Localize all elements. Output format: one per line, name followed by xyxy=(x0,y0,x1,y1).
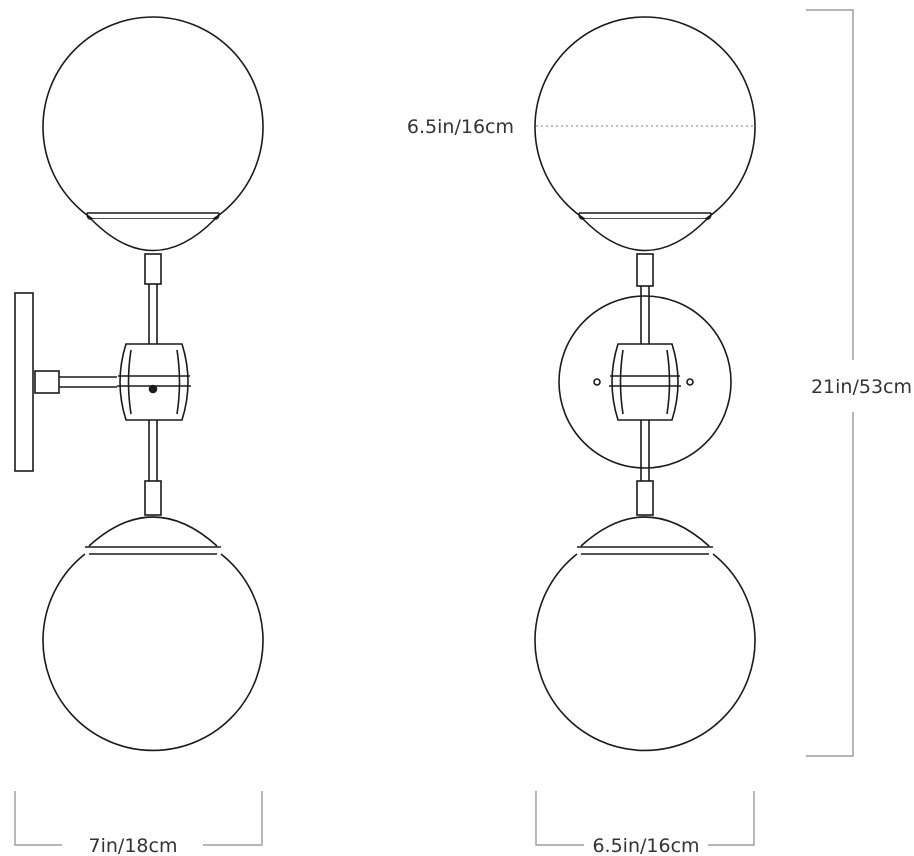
dimension-labels: 6.5in/16cm 21in/53cm 7in/18cm 6.5in/16cm xyxy=(89,116,912,856)
side-lower-globe-collar xyxy=(85,546,221,555)
side-arm-collar xyxy=(34,370,60,394)
front-canopy-screw-right xyxy=(686,378,694,386)
front-lower-cap xyxy=(580,516,710,547)
front-width-bracket-right xyxy=(708,791,755,846)
side-lower-cap xyxy=(88,516,218,547)
side-hub-screw xyxy=(148,384,158,394)
front-width-bracket-left xyxy=(535,791,584,846)
front-upper-socket xyxy=(636,253,654,287)
side-upper-cap xyxy=(90,218,216,252)
front-canopy-screw-left xyxy=(593,378,601,386)
overall-height-label: 21in/53cm xyxy=(811,376,912,398)
side-view xyxy=(14,16,264,752)
side-upper-globe-collar xyxy=(86,212,220,220)
front-upper-cap xyxy=(582,218,708,252)
side-center-hub-inner xyxy=(127,349,181,415)
side-depth-label: 7in/18cm xyxy=(89,835,178,856)
front-lower-globe xyxy=(534,553,756,752)
side-center-hub xyxy=(119,343,189,421)
globe-diameter-label: 6.5in/16cm xyxy=(407,116,514,138)
front-center-hub-inner xyxy=(619,349,671,415)
overall-height-bracket-top xyxy=(806,9,854,360)
side-lower-socket xyxy=(144,480,162,516)
side-depth-bracket-right xyxy=(203,791,263,846)
dimension-lines xyxy=(14,9,854,846)
front-center-hub xyxy=(611,343,679,421)
front-view xyxy=(534,16,756,752)
side-lower-globe xyxy=(42,553,264,752)
front-width-label: 6.5in/16cm xyxy=(592,835,699,856)
front-upper-globe-collar xyxy=(578,212,712,220)
side-upper-globe xyxy=(42,16,264,238)
side-depth-bracket-left xyxy=(14,791,62,846)
side-upper-socket xyxy=(144,253,162,285)
front-lower-globe-collar xyxy=(577,546,713,555)
front-upper-globe xyxy=(534,16,756,238)
side-wall-plate xyxy=(14,292,34,472)
front-lower-socket xyxy=(636,480,654,516)
overall-height-bracket-bottom xyxy=(806,412,854,757)
